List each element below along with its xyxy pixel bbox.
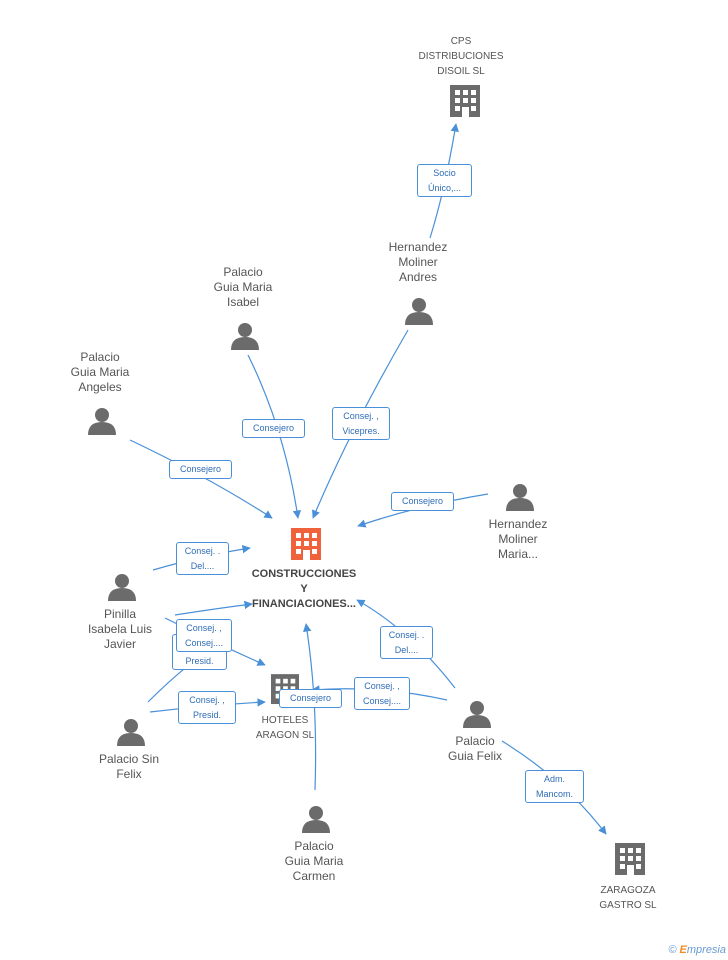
- person-icon: [231, 323, 259, 350]
- edge-label-consejero-isabel[interactable]: Consejero: [242, 419, 305, 438]
- building-icon: [450, 85, 480, 117]
- edge-label-consejero-hmaria[interactable]: Consejero: [391, 492, 454, 511]
- node-label-palacio-sin[interactable]: Palacio Sin Felix: [98, 752, 160, 781]
- person-icon: [506, 484, 534, 511]
- node-label-construcciones[interactable]: CONSTRUCCIONES Y FINANCIACIONES...: [251, 568, 357, 610]
- node-label-palacio-angeles[interactable]: Palacio Guia Maria Angeles: [70, 350, 130, 394]
- node-label-cps[interactable]: CPS DISTRIBUCIONES DISOIL SL: [418, 36, 504, 77]
- edge-label-consejero-angeles[interactable]: Consejero: [169, 460, 232, 479]
- node-label-hoteles[interactable]: HOTELES ARAGON SL: [255, 715, 315, 741]
- person-icon: [302, 806, 330, 833]
- node-label-palacio-carmen[interactable]: Palacio Guia Maria Carmen: [284, 839, 344, 883]
- edge-label-consej-consej-pinilla[interactable]: Consej. , Consej....: [176, 619, 232, 652]
- node-label-pinilla[interactable]: Pinilla Isabela Luis Javier: [87, 607, 153, 651]
- brand-name: mpresia: [686, 944, 726, 956]
- brand-initial: E: [679, 944, 687, 956]
- copyright-icon: ©: [668, 944, 677, 956]
- node-label-palacio-felix[interactable]: Palacio Guia Felix: [447, 734, 503, 763]
- node-label-palacio-isabel[interactable]: Palacio Guia Maria Isabel: [213, 265, 273, 309]
- node-label-hernandez-maria[interactable]: Hernandez Moliner Maria...: [488, 517, 548, 561]
- building-icon: [615, 843, 645, 875]
- building-icon: [291, 528, 321, 560]
- empresia-watermark: © Empresia: [668, 944, 726, 956]
- person-icon: [108, 574, 136, 601]
- edge-label-consej-del-pinilla[interactable]: Consej. . Del....: [176, 542, 229, 575]
- person-icon: [463, 701, 491, 728]
- edge-label-consejero-carmen[interactable]: Consejero: [279, 689, 342, 708]
- person-icon: [88, 408, 116, 435]
- edge-label-socio-unico[interactable]: Socio Único,...: [417, 164, 472, 197]
- person-icon: [405, 298, 433, 325]
- person-icon: [117, 719, 145, 746]
- edge-pinilla-to-main-consej: [174, 600, 253, 616]
- edge-label-consej-presid-sin[interactable]: Consej. , Presid.: [178, 691, 236, 724]
- edge-palacio-angeles-to-main: [129, 439, 273, 519]
- node-label-zaragoza[interactable]: ZARAGOZA GASTRO SL: [599, 885, 657, 911]
- edge-label-consej-del-felix[interactable]: Consej. . Del....: [380, 626, 433, 659]
- edge-label-adm-mancom[interactable]: Adm. Mancom.: [525, 770, 584, 803]
- edge-label-consej-vicepres[interactable]: Consej. , Vicepres.: [332, 407, 390, 440]
- node-label-hernandez-andres[interactable]: Hernandez Moliner Andres: [388, 240, 448, 284]
- edge-label-consej-consej-felix[interactable]: Consej. , Consej....: [354, 677, 410, 710]
